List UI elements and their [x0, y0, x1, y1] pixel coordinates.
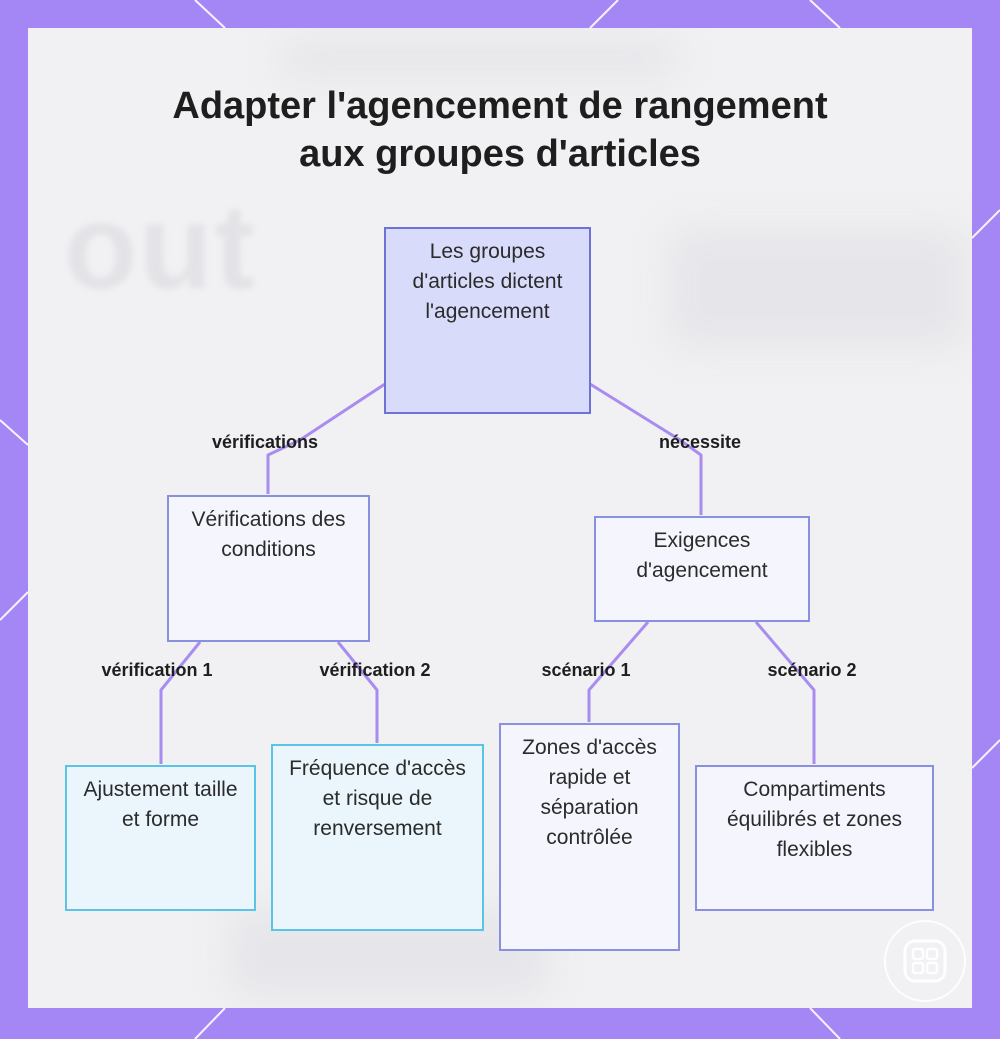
connector-req-quick: [587, 621, 650, 722]
background-blur: [278, 38, 678, 78]
edge-label-checks: vérifications: [211, 432, 319, 452]
connector-checks-frequency: [336, 641, 379, 743]
node-balanced-label: Compartiments équilibrés et zones flexib…: [726, 778, 903, 861]
connector-root-requirements: [589, 382, 703, 515]
node-checks-label: Vérifications des conditions: [191, 508, 346, 561]
node-size-fit-label: Ajustement taille et forme: [83, 778, 238, 831]
node-root-label: Les groupes d'articles dictent l'agencem…: [412, 240, 563, 323]
connector-checks-size: [159, 641, 202, 764]
grid-logo-icon: [884, 920, 966, 1002]
node-quick-access-label: Zones d'accès rapide et séparation contr…: [522, 736, 657, 849]
background-blur: [668, 228, 968, 348]
node-checks: Vérifications des conditions: [167, 495, 370, 642]
connector-req-balanced: [754, 621, 816, 764]
title-line-2: aux groupes d'articles: [299, 133, 701, 175]
node-requirements: Exigences d'agencement: [594, 516, 810, 622]
edge-label-scenario-2: scénario 2: [767, 660, 857, 680]
node-balanced: Compartiments équilibrés et zones flexib…: [695, 765, 934, 911]
node-requirements-label: Exigences d'agencement: [636, 529, 768, 582]
edge-label-requires: nécessite: [658, 432, 742, 452]
edge-label-check-2: vérification 2: [319, 660, 431, 680]
node-size-fit: Ajustement taille et forme: [65, 765, 256, 911]
node-quick-access: Zones d'accès rapide et séparation contr…: [499, 723, 680, 951]
edge-label-scenario-1: scénario 1: [541, 660, 631, 680]
diagram-title: Adapter l'agencement de rangement aux gr…: [100, 82, 900, 178]
edge-label-check-1: vérification 1: [101, 660, 213, 680]
connector-root-checks: [266, 382, 386, 494]
node-root: Les groupes d'articles dictent l'agencem…: [384, 227, 591, 414]
node-frequency-label: Fréquence d'accès et risque de renversem…: [289, 757, 466, 840]
title-line-1: Adapter l'agencement de rangement: [172, 85, 828, 127]
background-ghost-text: out: [64, 180, 257, 314]
node-frequency: Fréquence d'accès et risque de renversem…: [271, 744, 484, 931]
